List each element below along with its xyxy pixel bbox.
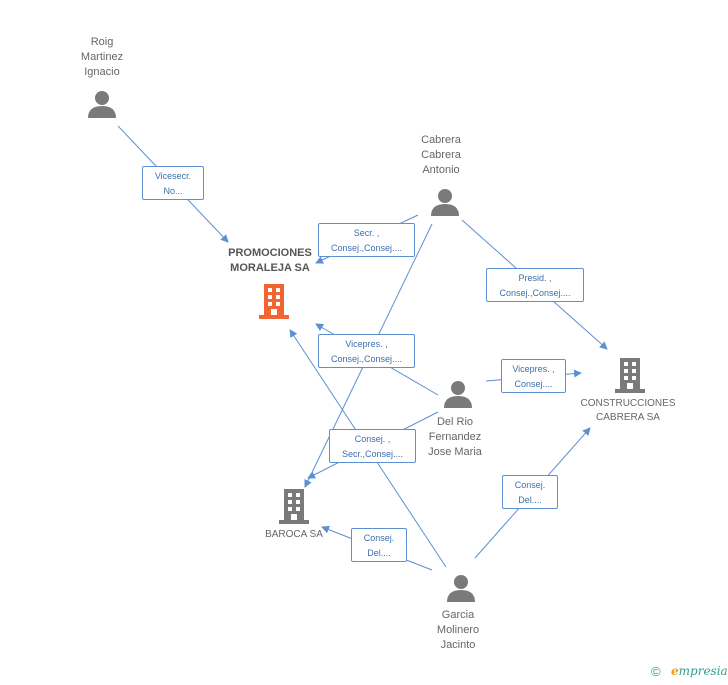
brand-initial: e <box>671 664 679 678</box>
name-line: CABRERA SA <box>596 412 660 423</box>
name-line: Ignacio <box>84 66 120 78</box>
relation-role: Consej. <box>363 533 395 543</box>
person-label-garcia[interactable]: Garcia Molinero Jacinto <box>408 608 508 653</box>
relation-box-cabrera-promociones[interactable]: Secr. , Consej.,Consej.... <box>318 223 415 257</box>
relation-role: Consej.,Consej.... <box>330 354 403 364</box>
name-line: Del Rio <box>436 416 474 428</box>
name-line: BAROCA SA <box>265 529 323 540</box>
relation-box-garcia-construcciones[interactable]: Consej. Del.... <box>502 475 558 509</box>
person-label-delrio[interactable]: Del Rio Fernandez Jose Maria <box>405 415 505 460</box>
person-label-cabrera[interactable]: Cabrera Cabrera Antonio <box>391 133 491 178</box>
relation-role: No... <box>163 186 183 196</box>
relation-role: Del.... <box>367 548 391 558</box>
copyright-symbol: © <box>651 664 661 679</box>
name-line: Antonio <box>422 164 460 176</box>
relation-box-delrio-construcciones[interactable]: Vicepres. , Consej.... <box>501 359 566 393</box>
relation-role: Del.... <box>518 495 542 505</box>
relation-role: Consej.,Consej.... <box>330 243 403 253</box>
name-line: CONSTRUCCIONES <box>580 398 676 409</box>
relation-box-delrio-promociones[interactable]: Vicepres. , Consej.,Consej.... <box>318 334 415 368</box>
company-label-baroca[interactable]: BAROCA SA <box>244 528 344 542</box>
name-line: Cabrera <box>421 134 461 146</box>
person-label-roig[interactable]: Roig Martinez Ignacio <box>52 35 152 80</box>
name-line: Roig <box>90 36 114 48</box>
relation-role: Presid. , <box>518 273 552 283</box>
person-icon[interactable] <box>446 574 476 602</box>
relation-role: Secr.,Consej.... <box>341 449 404 459</box>
name-line: Fernandez <box>428 431 482 443</box>
name-line: MORALEJA SA <box>230 262 310 274</box>
relation-role: Consej. <box>514 480 546 490</box>
brand-rest: mpresia <box>678 664 728 678</box>
relation-role: Vicepres. , <box>512 364 555 374</box>
company-label-promociones[interactable]: PROMOCIONES MORALEJA SA <box>210 246 330 276</box>
relation-role: Consej. , <box>354 434 391 444</box>
name-line: PROMOCIONES <box>228 247 312 259</box>
name-line: Jose Maria <box>428 446 482 458</box>
relation-box-roig-promociones[interactable]: Vicesecr. No... <box>142 166 204 200</box>
name-line: Martinez <box>80 51 124 63</box>
building-icon-main[interactable] <box>259 284 289 319</box>
name-line: Garcia <box>441 609 475 621</box>
name-line: Jacinto <box>440 639 476 651</box>
relation-role: Consej.... <box>514 379 553 389</box>
person-icon[interactable] <box>443 380 473 408</box>
company-label-construcciones[interactable]: CONSTRUCCIONES CABRERA SA <box>572 397 684 425</box>
empresia-logo[interactable]: empresia <box>671 664 728 678</box>
relation-box-cabrera-construcciones[interactable]: Presid. , Consej.,Consej.... <box>486 268 584 302</box>
name-line: Molinero <box>436 624 480 636</box>
building-icon[interactable] <box>279 489 309 524</box>
name-line: Cabrera <box>421 149 461 161</box>
relation-box-delrio-baroca[interactable]: Consej. , Secr.,Consej.... <box>329 429 416 463</box>
relation-box-garcia-baroca[interactable]: Consej. Del.... <box>351 528 407 562</box>
relation-role: Secr. , <box>353 228 380 238</box>
person-icon[interactable] <box>87 90 117 118</box>
relation-role: Vicesecr. <box>154 171 192 181</box>
building-icon[interactable] <box>615 358 645 393</box>
relation-role: Vicepres. , <box>345 339 388 349</box>
person-icon[interactable] <box>430 188 460 216</box>
relation-role: Consej.,Consej.... <box>499 288 571 298</box>
